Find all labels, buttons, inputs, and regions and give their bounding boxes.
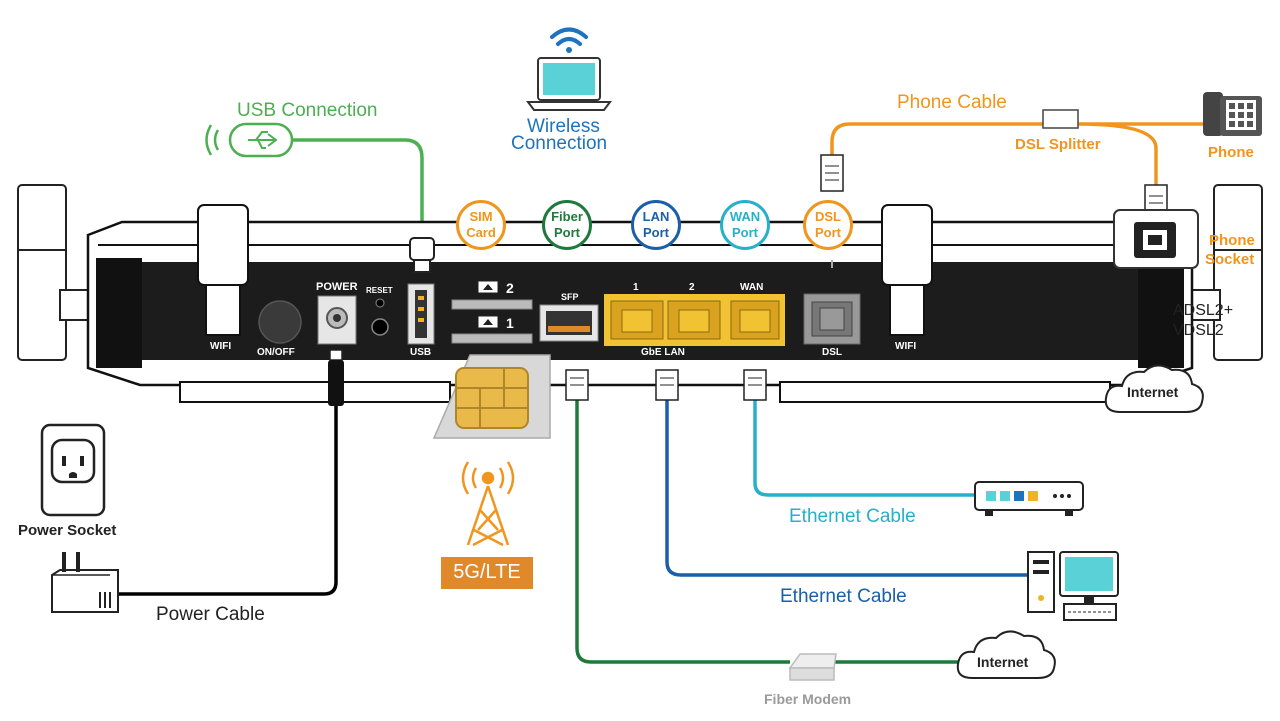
power-socket-icon xyxy=(40,423,106,517)
cell-tower-icon xyxy=(461,461,515,547)
sim-slot-2-label: 2 xyxy=(506,280,514,296)
antenna-right-outer xyxy=(1213,184,1263,361)
phone-cable xyxy=(830,122,1203,185)
phone-socket-label-line1: Phone xyxy=(1209,232,1255,249)
sim-line1: SIM xyxy=(469,209,493,224)
router xyxy=(17,154,1263,406)
lte-label: 5G/LTE xyxy=(453,561,521,583)
wifi-antenna-right xyxy=(881,204,933,286)
power-plug xyxy=(329,349,343,361)
sfp-label: SFP xyxy=(561,292,579,302)
lan-1-label: 1 xyxy=(633,282,639,293)
sim-card xyxy=(432,354,551,439)
fiber-line2: Port xyxy=(553,225,580,240)
lan-2-label: 2 xyxy=(689,282,695,293)
sim-line2: Card xyxy=(466,225,496,240)
usb-dongle-icon xyxy=(205,122,294,158)
power-socket-label: Power Socket xyxy=(18,522,117,539)
wireless-label-line1: Wireless xyxy=(527,116,600,137)
wifi-icon xyxy=(550,27,588,53)
dsl-label: DSL xyxy=(822,347,842,358)
dsl-line2: Port xyxy=(815,225,841,240)
power-cable-label: Power Cable xyxy=(156,604,265,625)
reset-label: RESET xyxy=(366,286,393,295)
antenna-left-outer xyxy=(17,184,67,361)
sim-slot-1-label: 1 xyxy=(506,315,514,331)
phone-socket-icon xyxy=(1113,209,1199,269)
sim-slot-2 xyxy=(451,299,533,310)
internet-cloud-bottom xyxy=(956,630,1056,679)
wan-cable xyxy=(753,400,975,497)
wan-line2: Port xyxy=(732,225,758,240)
desktop-computer-icon xyxy=(1027,551,1119,621)
fiber-cable xyxy=(575,400,960,664)
usb-connection-label: USB Connection xyxy=(237,100,378,121)
telephone-icon xyxy=(1203,92,1262,136)
lan-line2: Port xyxy=(643,225,669,240)
sim-slot-1 xyxy=(451,333,533,344)
lan-line1: LAN xyxy=(642,209,670,224)
dsl-line1: DSL xyxy=(815,209,841,224)
network-switch-icon xyxy=(974,481,1084,516)
lan-rj-plug xyxy=(655,369,679,401)
on-off-label: ON/OFF xyxy=(257,347,295,358)
power-label: POWER xyxy=(316,281,358,293)
dsl-splitter-box xyxy=(1042,109,1079,129)
fiber-modem-label: Fiber Modem xyxy=(764,691,852,707)
wifi-right-label: WIFI xyxy=(895,341,917,352)
gbe-lan-label: GbE LAN xyxy=(641,347,685,358)
laptop-icon xyxy=(526,57,612,111)
wireless-label-line2: Connection xyxy=(511,133,608,154)
phone-label: Phone xyxy=(1208,144,1254,161)
wan-line1: WAN xyxy=(729,209,761,224)
lte-badge xyxy=(441,557,533,589)
power-cable xyxy=(118,405,338,596)
wan-label: WAN xyxy=(740,282,764,293)
power-adapter-icon xyxy=(51,552,119,613)
internet-bottom-label: Internet xyxy=(977,654,1029,670)
dsl-splitter-label: DSL Splitter xyxy=(1015,136,1101,153)
internet-cloud-top xyxy=(1104,364,1204,413)
on-off-button xyxy=(258,300,302,344)
lan-cable xyxy=(665,400,1028,577)
fiber-rj-plug xyxy=(565,369,589,401)
fiber-line1: Fiber xyxy=(551,209,583,224)
wan-rj-plug xyxy=(743,369,767,401)
wifi-left-label: WIFI xyxy=(210,341,232,352)
phone-cable-label: Phone Cable xyxy=(897,92,1007,113)
adsl-label: ADSL2+ xyxy=(1173,302,1234,319)
fiber-modem-icon xyxy=(788,653,837,681)
internet-top-label: Internet xyxy=(1127,384,1179,400)
phone-socket-label-line2: Socket xyxy=(1205,251,1255,268)
vdsl-label: VDSL2 xyxy=(1173,322,1224,339)
usb-cable xyxy=(292,138,424,240)
usb-label: USB xyxy=(410,347,432,358)
wifi-antenna-left xyxy=(197,204,249,286)
reset-button xyxy=(375,298,385,308)
ethernet-cable-wan-label: Ethernet Cable xyxy=(789,506,916,527)
dsl-rj-plug xyxy=(820,154,844,192)
usb-plug xyxy=(409,237,435,261)
ethernet-cable-lan-label: Ethernet Cable xyxy=(780,586,907,607)
